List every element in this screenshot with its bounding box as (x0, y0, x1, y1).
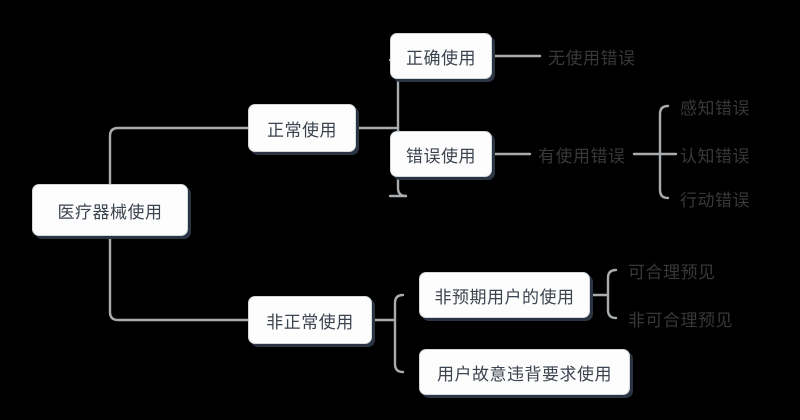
leaf-action-error-label: 行动错误 (680, 190, 750, 210)
leaf-action-error: 行动错误 (680, 186, 750, 210)
leaf-perception-error-label: 感知错误 (680, 98, 750, 118)
wire-root-to-abnormal (108, 234, 250, 322)
node-incorrect-use[interactable]: 错误使用 (390, 131, 492, 177)
wire-haserror-bus (658, 104, 670, 200)
leaf-has-use-error: 有使用错误 (538, 142, 626, 166)
leaf-reasonably-foreseeable-label: 可合理预见 (628, 262, 716, 282)
leaf-reasonably-foreseeable: 可合理预见 (628, 258, 716, 282)
node-abnormal-use-label: 非正常使用 (266, 312, 354, 332)
leaf-has-use-error-label: 有使用错误 (538, 146, 626, 166)
leaf-no-use-error: 无使用错误 (548, 44, 636, 68)
node-deliberate-misuse-label: 用户故意违背要求使用 (437, 364, 612, 384)
node-abnormal-use[interactable]: 非正常使用 (248, 296, 372, 344)
wire-root-to-normal (108, 126, 250, 186)
wire-abnormal-bus (393, 293, 405, 374)
node-normal-use-label: 正常使用 (267, 120, 337, 140)
node-unintended-user-use[interactable]: 非预期用户的使用 (419, 272, 590, 318)
leaf-not-reasonably-foreseeable-label: 非可合理预见 (628, 310, 733, 330)
node-correct-use-label: 正确使用 (406, 48, 476, 68)
node-incorrect-use-label: 错误使用 (406, 146, 476, 166)
wire-unintended-bus (606, 268, 618, 320)
node-deliberate-misuse[interactable]: 用户故意违背要求使用 (419, 349, 630, 395)
leaf-not-reasonably-foreseeable: 非可合理预见 (628, 306, 733, 330)
node-unintended-user-use-label: 非预期用户的使用 (434, 287, 575, 307)
leaf-no-use-error-label: 无使用错误 (548, 48, 636, 68)
leaf-cognition-error-label: 认知错误 (680, 146, 750, 166)
leaf-perception-error: 感知错误 (680, 94, 750, 118)
node-normal-use[interactable]: 正常使用 (248, 104, 356, 152)
node-root-label: 医疗器械使用 (57, 202, 163, 222)
leaf-cognition-error: 认知错误 (680, 142, 750, 166)
node-root[interactable]: 医疗器械使用 (32, 184, 188, 236)
node-correct-use[interactable]: 正确使用 (390, 33, 492, 79)
